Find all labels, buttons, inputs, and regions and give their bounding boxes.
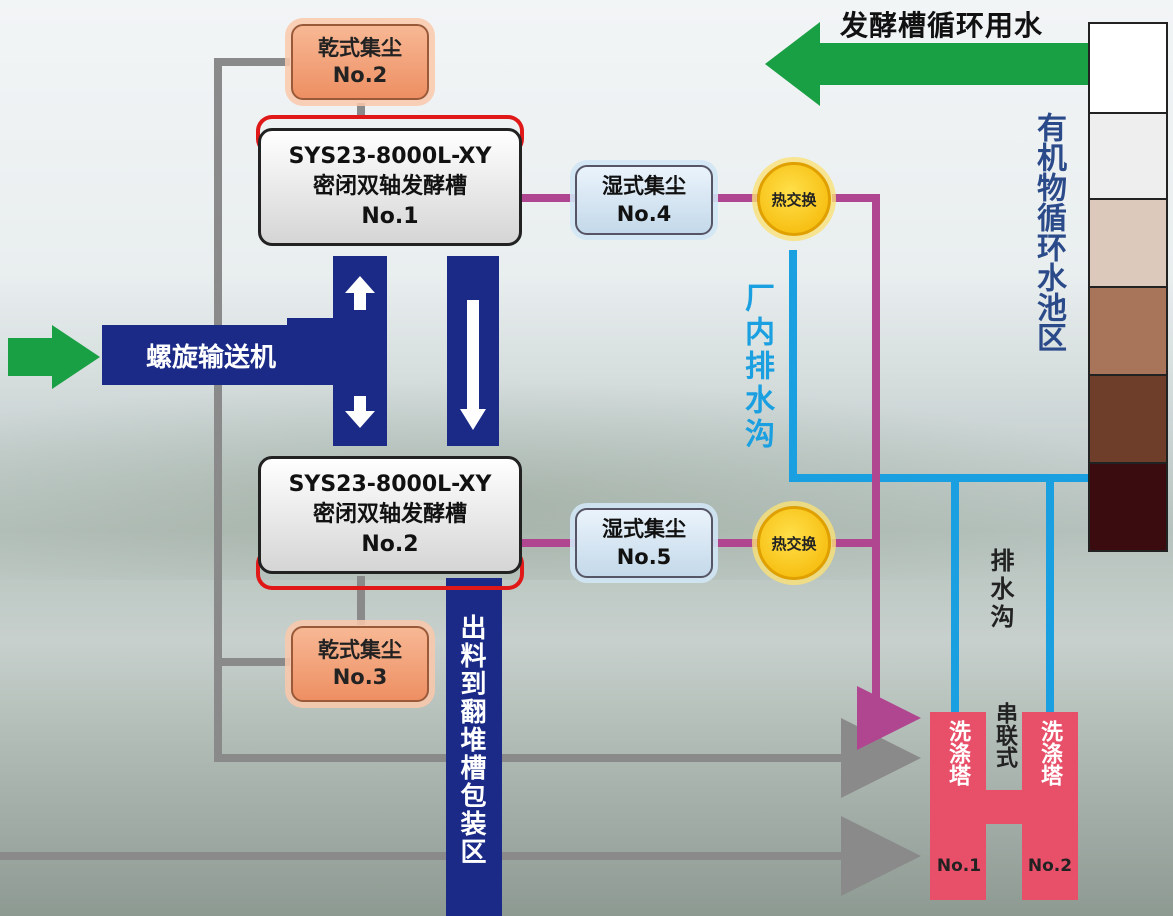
dry-collector-number: No.3: [332, 665, 388, 689]
tower-left-label: 洗涤塔: [945, 720, 970, 786]
fermenter-no2: SYS23-8000L-XY 密闭双轴发酵槽 No.2: [258, 456, 522, 574]
washing-towers: [930, 712, 1078, 900]
wet-collector-number: No.5: [616, 545, 672, 569]
magenta-gas-lines: [522, 194, 921, 750]
pool-layer-5: [1088, 374, 1168, 464]
tower-no1-label: No.1: [936, 856, 982, 876]
fermenter-number: No.2: [361, 532, 419, 557]
fermenter-name: 密闭双轴发酵槽: [312, 502, 467, 527]
dry-collector-title: 乾式集尘: [318, 638, 402, 662]
recycle-water-label: 发酵槽循环用水: [840, 9, 1044, 42]
pool-layer-4: [1088, 286, 1168, 376]
heat-exchanger-2: 热交换: [757, 506, 831, 580]
green-arrow-right-icon: [8, 325, 100, 389]
heat-exchanger-label: 热交换: [771, 190, 817, 209]
fermenter-model: SYS23-8000L-XY: [288, 144, 492, 169]
blue-drain-pipes: [789, 250, 1090, 712]
fermenter-name: 密闭双轴发酵槽: [312, 174, 467, 199]
pool-layer-6: [1088, 462, 1168, 552]
pool-layer-3: [1088, 198, 1168, 288]
discharge-label: 出料到翻堆槽包装区: [456, 614, 486, 866]
pool-layer-1: [1088, 22, 1168, 114]
tower-no2-label: No.2: [1027, 856, 1073, 876]
dry-collector-no3: 乾式集尘 No.3: [291, 626, 429, 702]
screw-conveyor-label: 螺旋输送机: [146, 342, 277, 373]
fermenter-no1: SYS23-8000L-XY 密闭双轴发酵槽 No.1: [258, 128, 522, 246]
fermenter-no1-frame: [256, 115, 524, 155]
tower-series-label: 串联式: [992, 702, 1017, 768]
tower-right-label: 洗涤塔: [1037, 720, 1062, 786]
heat-exchanger-1: 热交换: [757, 162, 831, 236]
pool-label: 有机物循环水池区: [1031, 112, 1066, 352]
arrow-down-icon: [345, 396, 375, 428]
wet-collector-no4: 湿式集尘 No.4: [575, 165, 713, 235]
dry-collector-number: No.2: [332, 63, 388, 87]
pool-layer-2: [1088, 112, 1168, 200]
gray-arrow-right-icon: [214, 58, 921, 798]
wet-collector-title: 湿式集尘: [602, 517, 686, 541]
plant-drain-label: 厂内排水沟: [739, 282, 774, 452]
wet-collector-number: No.4: [616, 202, 672, 226]
screw-conveyor: 螺旋输送机: [102, 325, 340, 385]
dry-collector-title: 乾式集尘: [318, 36, 402, 60]
wet-collector-no5: 湿式集尘 No.5: [575, 508, 713, 578]
arrow-down-icon: [460, 300, 486, 430]
fermenter-number: No.1: [361, 204, 419, 229]
drain-label: 排水沟: [986, 548, 1014, 632]
arrow-up-icon: [345, 276, 375, 310]
green-arrow-left-icon: [765, 22, 1090, 106]
dry-collector-no2: 乾式集尘 No.2: [291, 24, 429, 100]
wet-collector-title: 湿式集尘: [602, 174, 686, 198]
heat-exchanger-label: 热交换: [771, 534, 817, 553]
fermenter-model: SYS23-8000L-XY: [288, 472, 492, 497]
fermenter-no2-frame: [256, 548, 524, 590]
